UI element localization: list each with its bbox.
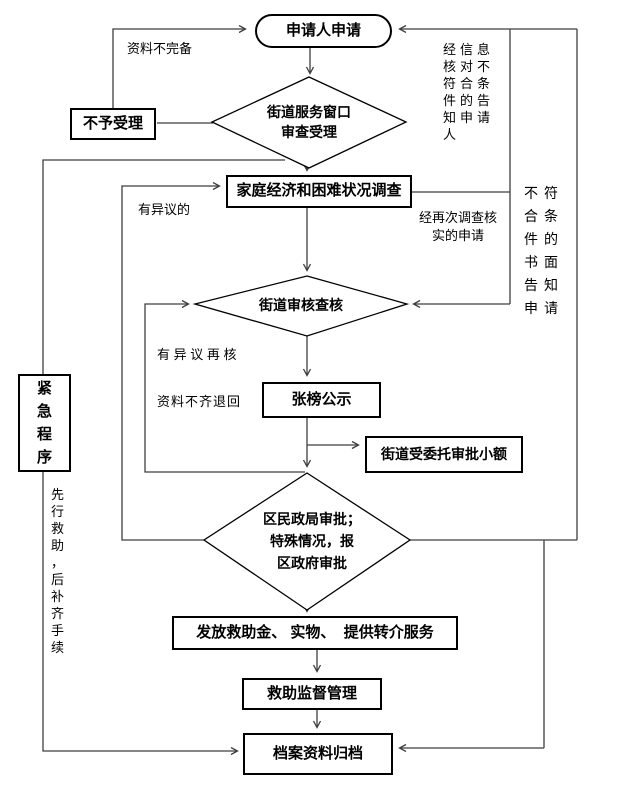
node-emergency-procedure-label: 紧急程序 — [36, 380, 52, 466]
label-aid-first-formalities-later: 先行救助，后补齐手续 — [51, 487, 69, 655]
node-street-check: 街道审核查核 — [231, 294, 371, 316]
label-materials-incomplete-return: 资料不齐退回 — [157, 394, 242, 409]
node-public-notice-label: 张榜公示 — [291, 390, 352, 408]
node-applicant-label: 申请人申请 — [285, 21, 361, 39]
node-not-accepted-label: 不予受理 — [82, 114, 143, 132]
street-check-diamond — [192, 275, 410, 337]
node-district-approval-line1: 区民政局审批； — [263, 511, 361, 527]
district-approval-diamond — [202, 472, 412, 611]
edge-recheck-loop — [144, 304, 305, 473]
node-not-accepted: 不予受理 — [70, 108, 156, 140]
node-family-survey-label: 家庭经济和困难状况调查 — [236, 182, 402, 200]
node-window-review: 街道服务窗口 审查受理 — [236, 98, 382, 146]
label-reverified-application: 经再次调查核实的申请 — [418, 210, 497, 243]
node-delegated-small-approval-label: 街道受委托审批小额 — [381, 445, 507, 462]
node-public-notice: 张榜公示 — [262, 382, 381, 418]
node-emergency-procedure: 紧急程序 — [18, 374, 71, 472]
node-applicant: 申请人申请 — [255, 14, 392, 48]
node-aid-supervision-label: 救助监督管理 — [266, 684, 357, 702]
label-has-objection: 有异议的 — [138, 202, 191, 217]
node-archive-label: 档案资料归档 — [272, 744, 363, 762]
node-delegated-small-approval: 街道受委托审批小额 — [365, 436, 523, 473]
label-materials-incomplete: 资料不完备 — [127, 41, 193, 56]
node-window-review-line2: 审查受理 — [281, 124, 337, 140]
node-aid-supervision: 救助监督管理 — [242, 678, 382, 710]
node-window-review-line1: 街道服务窗口 — [267, 104, 351, 120]
node-district-approval-line3: 区政府审批 — [277, 555, 347, 571]
label-objection-recheck: 有 异 议 再 核 — [157, 347, 237, 362]
node-grant-aid-label: 发放救助金、 实物、 提供转介服务 — [196, 623, 434, 641]
node-street-check-label: 街道审核查核 — [259, 297, 343, 313]
node-district-approval-line2: 特殊情况，报 — [270, 533, 354, 549]
node-district-approval: 区民政局审批； 特殊情况，报 区政府审批 — [242, 508, 382, 574]
label-written-notice-not-eligible: 不符合条件的书面告知申请 — [524, 185, 564, 316]
node-grant-aid: 发放救助金、 实物、 提供转介服务 — [172, 616, 458, 650]
window-review-diamond — [210, 76, 408, 169]
label-info-check-notify-applicant: 经信息核对不符合条件的告知申请人 — [443, 42, 495, 142]
edge-objection-loop — [121, 186, 219, 541]
edge-materials-incomplete-return-to-applicant — [112, 29, 245, 108]
node-family-survey: 家庭经济和困难状况调查 — [226, 175, 412, 208]
node-archive: 档案资料归档 — [243, 733, 393, 775]
edge-emergency-bypass — [42, 159, 285, 751]
